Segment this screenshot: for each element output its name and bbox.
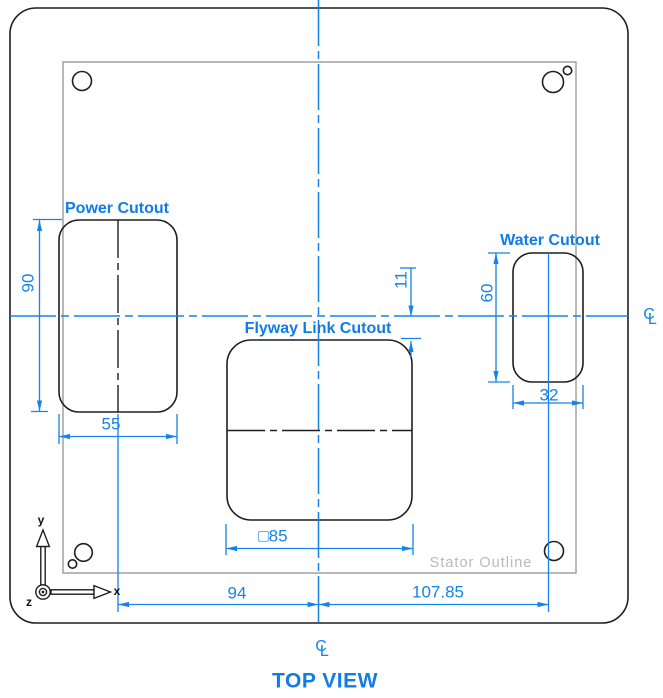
dim-text-flyway-size[interactable]: □85	[258, 526, 288, 546]
dim-text-water-height[interactable]: 60	[477, 283, 497, 303]
x-axis-label: x	[113, 584, 121, 598]
y-axis-shaft	[40, 545, 46, 586]
dim-text-94[interactable]: 94	[227, 583, 247, 603]
stator-outline-label: Stator Outline	[429, 554, 533, 571]
view-title: TOP VIEW	[272, 669, 378, 693]
dim-text-107-85[interactable]: 107.85	[412, 582, 464, 602]
cl-c: C	[315, 638, 327, 655]
x-axis-arrowhead	[93, 584, 113, 600]
cl-c: C	[643, 306, 655, 323]
pin-hole-top-right	[562, 65, 573, 76]
origin-triad	[35, 528, 113, 600]
corner-hole-bottom-left	[73, 542, 94, 563]
power-cutout-label[interactable]: Power Cutout	[65, 200, 169, 217]
centerline-mark-right: CL	[643, 306, 656, 328]
x-axis-shaft	[50, 589, 95, 595]
corner-hole-top-left	[71, 70, 93, 92]
dim-text-water-width[interactable]: 32	[539, 385, 559, 405]
corner-hole-top-right	[541, 70, 565, 94]
corner-hole-bottom-right	[543, 540, 565, 562]
flyway-cutout-label[interactable]: Flyway Link Cutout	[244, 320, 392, 337]
cl-l: L	[647, 311, 657, 328]
dim-text-flyway-offset[interactable]: 11	[391, 271, 411, 289]
z-axis-symbol-dot	[41, 590, 45, 594]
pin-hole-bottom-left	[67, 558, 78, 569]
dim-text-power-height[interactable]: 90	[18, 273, 38, 293]
z-axis-label: z	[26, 595, 32, 609]
y-axis-arrowhead	[35, 528, 51, 548]
cl-l: L	[319, 643, 329, 660]
dim-text-power-width[interactable]: 55	[101, 414, 121, 434]
y-axis-label: y	[37, 513, 45, 527]
water-cutout-label[interactable]: Water Cutout	[500, 232, 600, 249]
stator-outline	[62, 61, 577, 574]
centerline-mark-bottom: CL	[315, 638, 328, 660]
